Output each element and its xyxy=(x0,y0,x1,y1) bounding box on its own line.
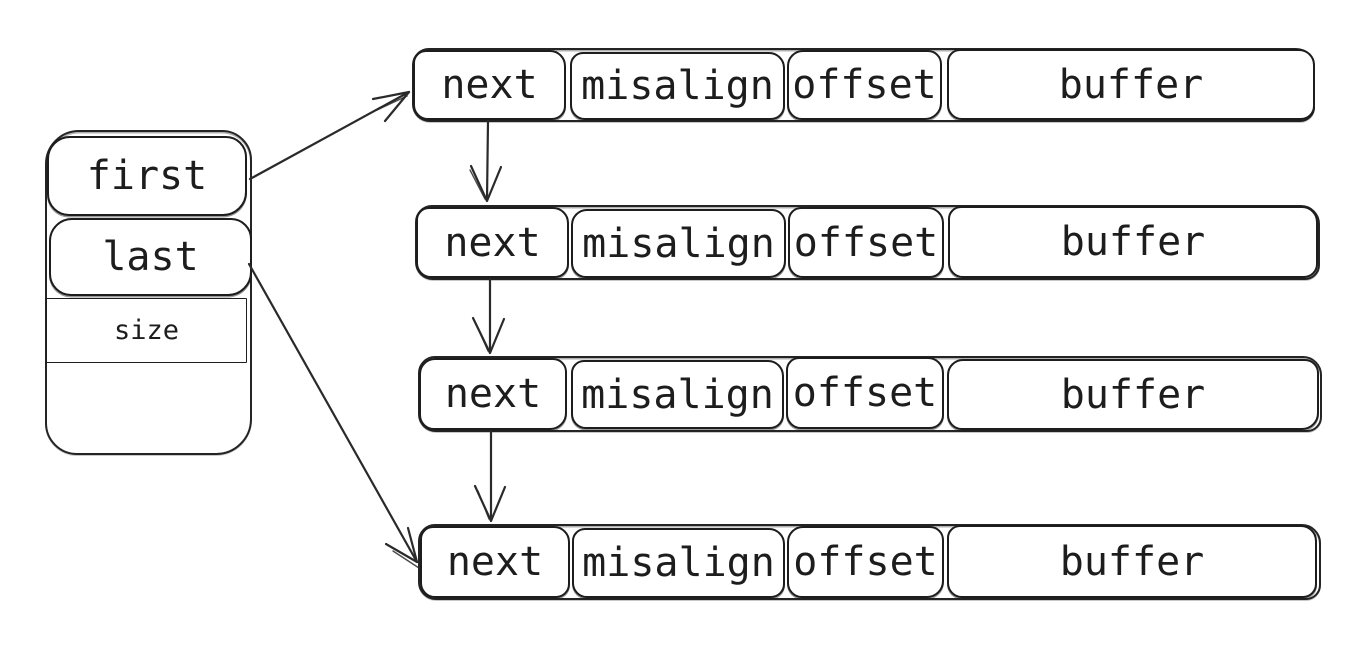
field-empty xyxy=(47,363,247,451)
node3-cell-buffer: buffer xyxy=(947,359,1319,430)
node4-cell-misalign: misalign xyxy=(572,528,785,598)
arrowhead-sketch-stroke xyxy=(475,323,489,352)
node1-cell-misalign: misalign xyxy=(570,52,785,120)
node4-cell-next: next xyxy=(420,526,570,598)
node1-cell-offset: offset xyxy=(787,50,942,120)
node1-cell-next: next xyxy=(413,50,566,120)
node3-cell-next: next xyxy=(419,358,567,430)
arrowhead-node1-to-node2 xyxy=(469,164,503,203)
arrow-first-to-node1 xyxy=(248,90,411,181)
arrowhead-sketch-stroke xyxy=(477,490,490,520)
node1-cell-buffer: buffer xyxy=(947,49,1315,120)
arrowhead-node2-to-node3 xyxy=(471,316,506,355)
node2-cell-offset: offset xyxy=(788,207,944,278)
node2-cell-buffer: buffer xyxy=(948,206,1318,278)
arrowhead-sketch-stroke xyxy=(376,95,408,111)
arrow-node1-to-node2 xyxy=(485,119,490,202)
field-first: first xyxy=(47,136,247,216)
node4-cell-offset: offset xyxy=(787,526,944,598)
arrowhead-node3-to-node4 xyxy=(473,484,507,523)
arrowhead-first-to-node1 xyxy=(371,90,411,123)
arrow-last-to-node4 xyxy=(247,262,419,564)
node3-cell-offset: offset xyxy=(786,357,944,429)
arrowhead-last-to-node4 xyxy=(384,526,419,564)
arrowhead-sketch-stroke xyxy=(469,169,486,200)
field-last: last xyxy=(49,218,252,296)
node4-cell-buffer: buffer xyxy=(947,525,1317,598)
arrowhead-sketch-stroke xyxy=(392,550,420,569)
node2-cell-next: next xyxy=(416,207,569,278)
node3-cell-misalign: misalign xyxy=(571,360,784,429)
field-size: size xyxy=(46,298,247,363)
node2-cell-misalign: misalign xyxy=(571,209,786,278)
